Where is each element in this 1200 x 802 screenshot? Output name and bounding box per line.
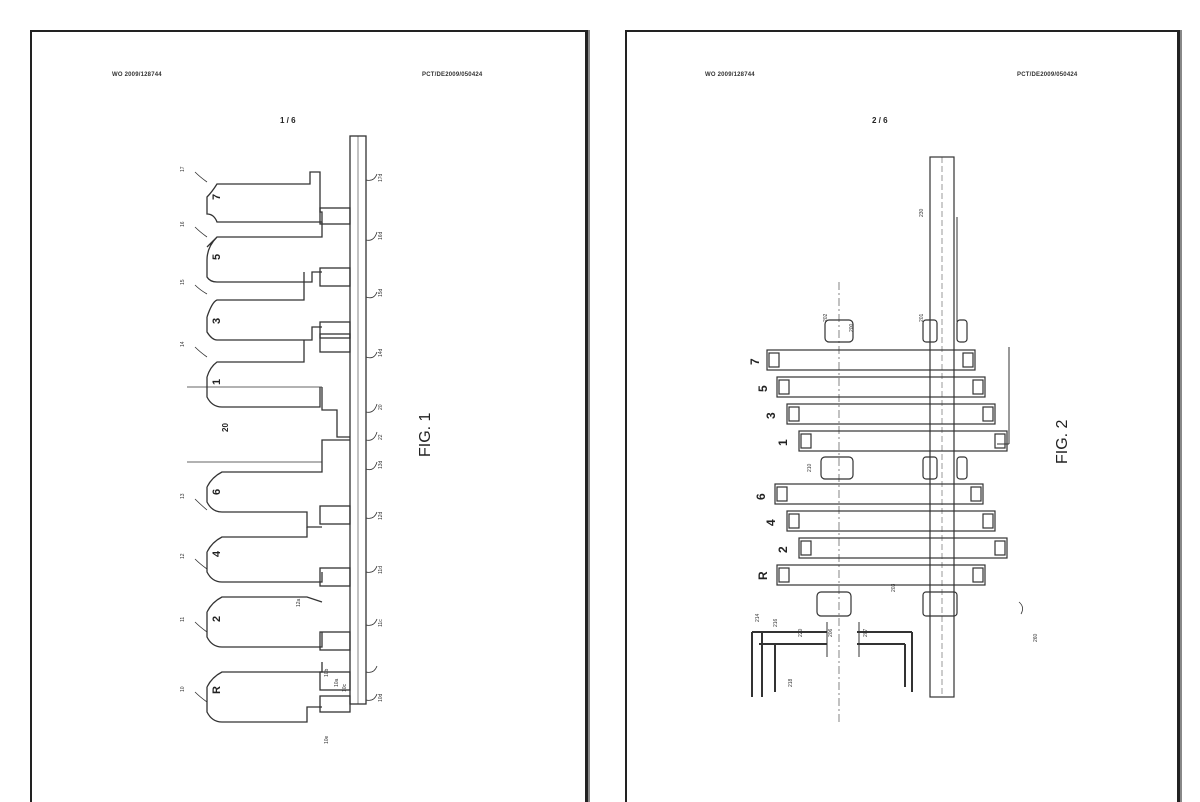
- fig1-ref-label: 15d: [378, 288, 384, 297]
- fig2-ref-label: 203: [891, 583, 897, 592]
- page-number: 1 / 6: [280, 116, 296, 125]
- fig1-gear-label: 5: [211, 254, 223, 260]
- fig1-ref-label: 13d: [378, 460, 384, 469]
- fig2-gear-label: 5: [756, 385, 770, 392]
- fig1-ref-label: 14: [180, 341, 186, 347]
- fig2-ref-label: 206: [828, 628, 834, 637]
- fig1-gear-label: 4: [211, 550, 223, 557]
- fig1-gear-R: [206, 662, 323, 723]
- fig1-ref-label: 14d: [378, 348, 384, 357]
- fig1-ref-label: 11c: [378, 619, 384, 627]
- fig1-gear-4: [206, 527, 323, 583]
- fig2-gear-bar-3: [786, 403, 996, 425]
- fig2-drawing: 7 5 3 1 6 4 2 R 230 202 201 200 210 214 …: [748, 156, 1071, 722]
- fig2-gear-label: 3: [764, 412, 778, 419]
- page-header-left: WO 2009/128744: [705, 72, 755, 78]
- fig1-ref-label: 16d: [378, 231, 384, 240]
- fig2-gear-label: R: [756, 571, 770, 580]
- fig1-ref-label: 22: [378, 434, 384, 440]
- fig2-ref-label: 202: [823, 313, 829, 322]
- fig1-gear-7: [206, 171, 323, 223]
- page-number: 2 / 6: [872, 116, 888, 125]
- fig2-gear-label: 2: [776, 546, 790, 553]
- fig2-gear-bar-R: [776, 564, 986, 586]
- fig1-ref-label: 10c: [342, 683, 348, 692]
- fig1-ref-label: 12: [180, 553, 186, 559]
- fig1-gear-6: [206, 462, 323, 528]
- fig2-ref-label: 216: [773, 618, 779, 627]
- fig1-gear-label: R: [211, 686, 223, 694]
- fig1-ref-label: 10a: [334, 678, 340, 687]
- fig2-ref-label: 214: [755, 613, 761, 622]
- fig1-ref-label: 12d: [378, 511, 384, 520]
- fig2-ref-label: 218: [788, 678, 794, 687]
- patent-page-1: WO 2009/128744 PCT/DE2009/050424 1 / 6: [30, 30, 588, 802]
- patent-page-2: WO 2009/128744 PCT/DE2009/050424 2 / 6: [625, 30, 1180, 802]
- fig2-figure-label: FIG. 2: [1054, 419, 1071, 464]
- fig1-ref-label: 13: [180, 493, 186, 499]
- fig2-ref-label: 220: [798, 628, 804, 637]
- fig2-ref-label: 201: [919, 313, 925, 322]
- fig2-ref-label: 207: [863, 628, 869, 637]
- fig1-ref-label: 10: [180, 686, 186, 692]
- fig1-gear-label: 7: [211, 194, 223, 200]
- fig2-gear-label: 1: [776, 439, 790, 446]
- fig2-ref-label: 260: [1033, 633, 1039, 642]
- fig1-gear-3: [206, 272, 322, 341]
- fig1-gear-1: [206, 340, 321, 408]
- fig1-gear-label: 3: [211, 318, 223, 324]
- fig1-gear-5: [206, 222, 323, 283]
- fig1-ref-label: 17: [180, 166, 186, 172]
- page-header-right: PCT/DE2009/050424: [422, 72, 483, 78]
- fig1-ref-label: 17d: [378, 173, 384, 182]
- fig2-gear-bar-2: [798, 537, 1008, 559]
- fig1-gear-label: 6: [211, 489, 223, 495]
- fig2-gear-label: 6: [754, 493, 768, 500]
- fig2-ref-label: 230: [919, 208, 925, 217]
- fig1-ref-label: 15: [180, 279, 186, 285]
- fig1-gear-2: [206, 596, 323, 648]
- fig2-ref-label: 200: [849, 323, 855, 332]
- fig2-gear-bar-4: [786, 510, 996, 532]
- fig2-gear-bar-7: [766, 349, 976, 371]
- fig1-ref-label: 11d: [378, 566, 384, 574]
- fig2-ref-label: 210: [807, 463, 813, 472]
- fig1-center-label: 20: [221, 423, 230, 432]
- fig1-gear-label: 1: [211, 379, 223, 385]
- fig1-ref-label: 12a: [296, 598, 302, 607]
- page-header-left: WO 2009/128744: [112, 72, 162, 78]
- fig1-gear-label: 2: [211, 616, 223, 622]
- fig2-gear-bar-6: [774, 483, 984, 505]
- fig1-drawing: 7 5 3 1 6 4 2 R 20 17 16 15 14 13 12 11 …: [180, 135, 434, 744]
- fig1-ref-label: 20: [378, 404, 384, 410]
- fig1-ref-label: 11: [180, 617, 186, 622]
- fig1-ref-label: 16: [180, 221, 186, 227]
- fig1-figure-label: FIG. 1: [417, 412, 434, 457]
- fig2-gear-label: 4: [764, 519, 778, 526]
- fig1-ref-label: 10b: [324, 668, 330, 677]
- page-header-right: PCT/DE2009/050424: [1017, 72, 1078, 78]
- fig2-gear-label: 7: [748, 358, 762, 365]
- fig2-gear-bar-1: [798, 430, 1008, 452]
- fig1-ref-label: 10e: [324, 735, 330, 744]
- fig1-ref-label: 10d: [378, 693, 384, 702]
- fig2-gear-bar-5: [776, 376, 986, 398]
